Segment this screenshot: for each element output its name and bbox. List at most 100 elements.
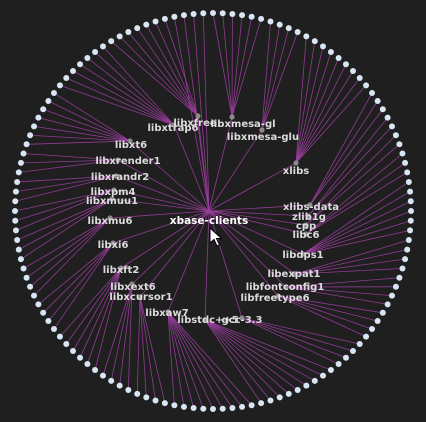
ring-node[interactable] bbox=[404, 246, 411, 253]
ring-node[interactable] bbox=[219, 10, 226, 17]
ring-node[interactable] bbox=[402, 159, 409, 166]
ring-node[interactable] bbox=[350, 67, 357, 74]
node-label-xlibsdata[interactable]: xlibs-data bbox=[283, 202, 339, 213]
ring-node[interactable] bbox=[56, 333, 63, 340]
ring-node[interactable] bbox=[84, 54, 91, 61]
node-label-libxrandr2[interactable]: libxrandr2 bbox=[91, 172, 149, 183]
ring-node[interactable] bbox=[161, 400, 168, 407]
ring-node[interactable] bbox=[327, 48, 334, 55]
ring-node[interactable] bbox=[303, 33, 310, 40]
node-label-libxmesa[interactable]: libxmesa-gl bbox=[210, 119, 275, 130]
ring-node[interactable] bbox=[219, 405, 226, 412]
ring-node[interactable] bbox=[342, 61, 349, 68]
ring-node[interactable] bbox=[294, 386, 301, 393]
node-libxaw7[interactable] bbox=[165, 309, 171, 315]
ring-node[interactable] bbox=[335, 361, 342, 368]
ring-node[interactable] bbox=[396, 141, 403, 148]
ring-node[interactable] bbox=[229, 10, 236, 17]
ring-node[interactable] bbox=[180, 12, 187, 19]
ring-node[interactable] bbox=[335, 54, 342, 61]
ring-node[interactable] bbox=[363, 82, 370, 89]
node-label-libxmu6[interactable]: libxmu6 bbox=[88, 216, 133, 227]
ring-node[interactable] bbox=[125, 29, 132, 36]
ring-node[interactable] bbox=[388, 123, 395, 130]
ring-node[interactable] bbox=[40, 106, 47, 113]
ring-node[interactable] bbox=[239, 12, 246, 19]
node-libxmu6[interactable] bbox=[107, 215, 113, 221]
ring-node[interactable] bbox=[384, 301, 391, 308]
node-gcc[interactable] bbox=[239, 315, 245, 321]
ring-node[interactable] bbox=[258, 400, 265, 407]
node-label-libxrender1[interactable]: libxrender1 bbox=[95, 156, 160, 167]
ring-node[interactable] bbox=[405, 178, 412, 185]
ring-node[interactable] bbox=[248, 402, 255, 409]
ring-node[interactable] bbox=[116, 33, 123, 40]
node-libxrandr2[interactable] bbox=[113, 173, 119, 179]
node-label-libxmuu1[interactable]: libxmuu1 bbox=[86, 196, 138, 207]
ring-node[interactable] bbox=[108, 377, 115, 384]
ring-node[interactable] bbox=[27, 283, 34, 290]
ring-node[interactable] bbox=[152, 397, 159, 404]
ring-node[interactable] bbox=[12, 208, 18, 214]
ring-node[interactable] bbox=[320, 372, 327, 379]
node-label-libfreetype6[interactable]: libfreetype6 bbox=[240, 293, 309, 304]
ring-node[interactable] bbox=[311, 38, 318, 45]
ring-node[interactable] bbox=[20, 150, 27, 157]
node-libxt6[interactable] bbox=[127, 138, 133, 144]
ring-node[interactable] bbox=[99, 43, 106, 50]
ring-node[interactable] bbox=[84, 361, 91, 368]
ring-node[interactable] bbox=[15, 246, 22, 253]
ring-node[interactable] bbox=[108, 38, 115, 45]
ring-node[interactable] bbox=[23, 141, 30, 148]
ring-node[interactable] bbox=[190, 10, 197, 17]
node-libxtrap6[interactable] bbox=[171, 122, 177, 128]
ring-node[interactable] bbox=[407, 198, 414, 205]
node-libfreetype6[interactable] bbox=[275, 293, 281, 299]
node-label-libxfree[interactable]: libxfree bbox=[173, 118, 217, 129]
ring-node[interactable] bbox=[294, 29, 301, 36]
node-libxmuu1[interactable] bbox=[109, 196, 115, 202]
node-libxi6[interactable] bbox=[110, 240, 116, 246]
ring-node[interactable] bbox=[40, 309, 47, 316]
ring-node[interactable] bbox=[35, 301, 42, 308]
ring-node[interactable] bbox=[402, 256, 409, 263]
ring-node[interactable] bbox=[229, 405, 236, 412]
ring-node[interactable] bbox=[45, 97, 52, 104]
node-libxrender1[interactable] bbox=[115, 157, 121, 163]
ring-node[interactable] bbox=[407, 227, 414, 234]
ring-node[interactable] bbox=[379, 309, 386, 316]
ring-node[interactable] bbox=[12, 217, 19, 224]
ring-node[interactable] bbox=[407, 188, 414, 195]
ring-node[interactable] bbox=[69, 67, 76, 74]
ring-node[interactable] bbox=[99, 372, 106, 379]
node-label-libxpm4[interactable]: libxpm4 bbox=[91, 187, 136, 198]
node-libxfree[interactable] bbox=[195, 113, 201, 119]
node-libc6[interactable] bbox=[303, 231, 309, 237]
node-label-libfontconfig1[interactable]: libfontconfig1 bbox=[246, 282, 325, 293]
node-libstdc[interactable] bbox=[202, 317, 208, 323]
ring-node[interactable] bbox=[248, 13, 255, 20]
node-label-libxtrap6[interactable]: libxtrap6 bbox=[147, 123, 198, 134]
node-libxmesa[interactable] bbox=[229, 114, 235, 120]
ring-node[interactable] bbox=[77, 354, 84, 361]
ring-node[interactable] bbox=[14, 178, 21, 185]
node-label-libxi6[interactable]: libxi6 bbox=[98, 240, 129, 251]
ring-node[interactable] bbox=[374, 318, 381, 325]
node-xlibs[interactable] bbox=[293, 160, 299, 166]
node-label-gcc[interactable]: gcc-3.3 bbox=[222, 315, 263, 326]
node-label-libc6[interactable]: libc6 bbox=[293, 230, 320, 241]
node-label-libxext6[interactable]: libxext6 bbox=[110, 282, 155, 293]
ring-node[interactable] bbox=[12, 188, 19, 195]
ring-node[interactable] bbox=[77, 61, 84, 68]
ring-node[interactable] bbox=[363, 333, 370, 340]
ring-node[interactable] bbox=[116, 382, 123, 389]
ring-node[interactable] bbox=[311, 377, 318, 384]
ring-node[interactable] bbox=[69, 348, 76, 355]
ring-node[interactable] bbox=[320, 43, 327, 50]
ring-node[interactable] bbox=[276, 394, 283, 401]
ring-node[interactable] bbox=[50, 90, 57, 97]
ring-node[interactable] bbox=[23, 274, 30, 281]
ring-node[interactable] bbox=[369, 90, 376, 97]
